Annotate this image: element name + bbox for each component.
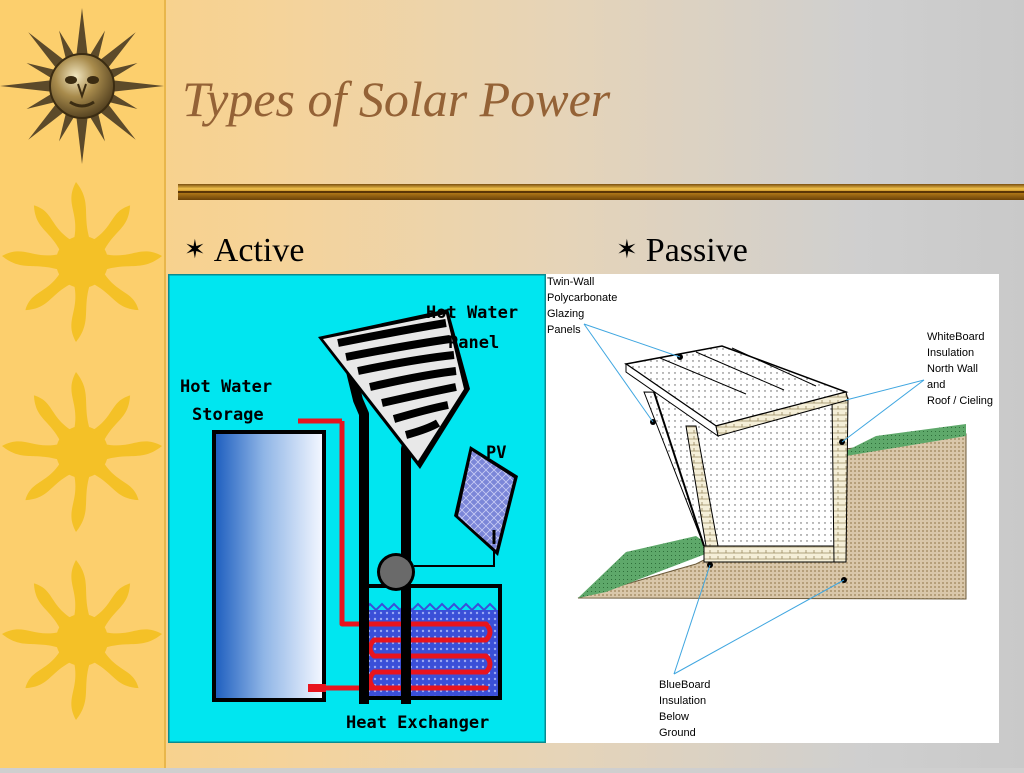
whiteboard-label-line-1: WhiteBoard <box>927 331 984 343</box>
hot-water-panel-label-2: Panel <box>448 333 499 353</box>
title-divider <box>178 184 1024 200</box>
blueboard-label-line-3: Below <box>659 711 689 723</box>
whiteboard-label-line-5: Roof / Cieling <box>927 395 993 407</box>
bullet-active: ✶Active <box>184 232 304 270</box>
blueboard-label: BlueBoard Insulation Below Ground <box>659 679 713 739</box>
sun-icon <box>2 372 162 532</box>
glazing-label-line-4: Panels <box>547 324 581 336</box>
bullet-passive: ✶Passive <box>616 232 748 270</box>
bullet-active-text: Active <box>213 232 305 269</box>
active-solar-diagram: Hot Water Panel Hot Water Storage PV Hea… <box>168 274 546 743</box>
hot-water-storage-label-1: Hot Water <box>180 377 272 397</box>
slide-title: Types of Solar Power <box>182 71 611 127</box>
sun-icon <box>2 560 162 720</box>
whiteboard-label: WhiteBoard Insulation North Wall and Roo… <box>927 331 993 407</box>
blueboard-label-line-1: BlueBoard <box>659 679 710 691</box>
heat-exchanger-label: Heat Exchanger <box>346 713 489 733</box>
whiteboard-label-line-3: North Wall <box>927 363 978 375</box>
glazing-label-line-3: Glazing <box>547 308 584 320</box>
whiteboard-label-line-4: and <box>927 379 945 391</box>
glazing-label-line-1: Twin-Wall <box>547 276 594 288</box>
sun-icon <box>0 8 164 164</box>
sun-border-art <box>0 8 164 720</box>
star-bullet-icon: ✶ <box>616 235 638 264</box>
star-bullet-icon: ✶ <box>184 235 206 264</box>
sun-icon <box>2 182 162 342</box>
blueboard-label-line-2: Insulation <box>659 695 706 707</box>
sun-border <box>0 0 164 768</box>
glazing-label: Twin-Wall Polycarbonate Glazing Panels <box>547 276 620 336</box>
blueboard-label-line-4: Ground <box>659 727 696 739</box>
pv-label: PV <box>486 443 506 463</box>
hot-water-panel-label-1: Hot Water <box>426 303 518 323</box>
passive-solar-diagram: Twin-Wall Polycarbonate Glazing Panels W… <box>546 274 999 743</box>
bullet-passive-text: Passive <box>645 232 748 269</box>
whiteboard-label-line-2: Insulation <box>927 347 974 359</box>
hot-water-storage-label-2: Storage <box>192 405 264 425</box>
border-edge <box>164 0 166 768</box>
glazing-label-line-2: Polycarbonate <box>547 292 617 304</box>
